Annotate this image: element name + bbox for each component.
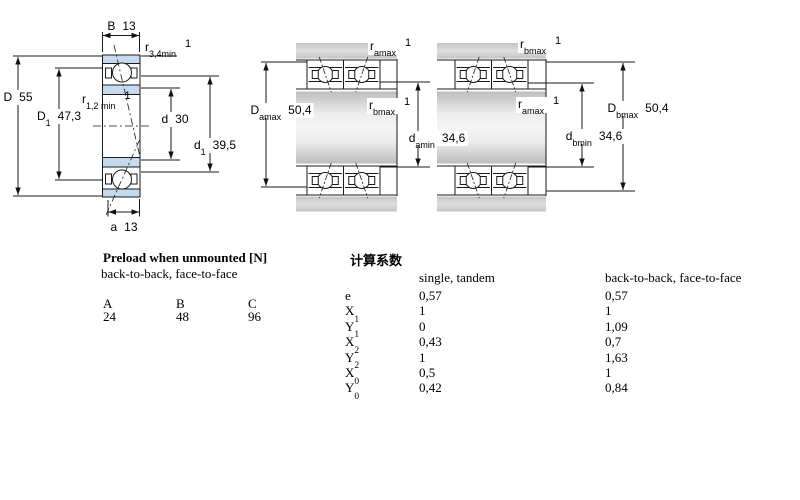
dim-label-ramax-1: ramax1 (368, 37, 414, 59)
factors-row: e 0,57 0,57 (345, 288, 628, 303)
preload-table: A B C 24 48 96 (103, 296, 328, 324)
preload-value: 24 (103, 309, 116, 324)
dim-label-Damax: Damax50,4 (248, 103, 314, 123)
dim-label-rbmax-2: rbmax1 (518, 35, 564, 57)
preload-value: 96 (248, 309, 261, 324)
cross-section-dimensions (13, 32, 219, 217)
dim-label-damin: damin34,6 (406, 131, 468, 151)
factors-row: Y2 1 1,63 (345, 349, 628, 372)
dim-label-d1: d139,5 (191, 138, 239, 158)
factors-row: Y1 0 1,09 (345, 318, 628, 341)
dim-label-rbmax-1: rbmax1 (367, 96, 413, 118)
factors-table-title: 计算系数 (350, 253, 403, 268)
preload-col-header: C (248, 296, 257, 311)
factors-row: X2 0,43 0,7 (345, 334, 622, 356)
factors-row: X1 1 1 (345, 303, 612, 325)
factors-col-header-b2b-f2f: back-to-back, face-to-face (605, 270, 742, 285)
factors-table: e 0,57 0,57 X1 1 1 Y1 0 1,09 X2 0,43 0,7… (345, 288, 745, 402)
factors-col-header-single-tandem: single, tandem (419, 270, 495, 285)
preload-col-header: B (176, 296, 185, 311)
dim-label-ramax-2: ramax1 (516, 95, 562, 117)
arrangement-back-to-back (261, 43, 430, 212)
technical-drawing (13, 32, 635, 217)
dim-label-dbmin: dbmin34,6 (563, 129, 625, 149)
factors-row: X0 0,5 1 (345, 364, 612, 387)
dim-label-D1: D147,3 (34, 109, 84, 129)
preload-table-subtitle: back-to-back, face-to-face (101, 266, 238, 281)
preload-value: 48 (176, 309, 189, 324)
dim-label-r12: r1,2 min1 (82, 90, 131, 112)
preload-table-title: Preload when unmounted [N] (103, 250, 268, 265)
dim-label-Dbmax: Dbmax50,4 (605, 101, 671, 121)
factors-row: Y0 0,42 0,84 (345, 380, 628, 402)
bearing-cross-section (93, 44, 150, 216)
dim-label-r34: r3,4min1 (145, 38, 192, 60)
arrangement-face-to-face (437, 43, 635, 212)
preload-col-header: A (103, 296, 113, 311)
